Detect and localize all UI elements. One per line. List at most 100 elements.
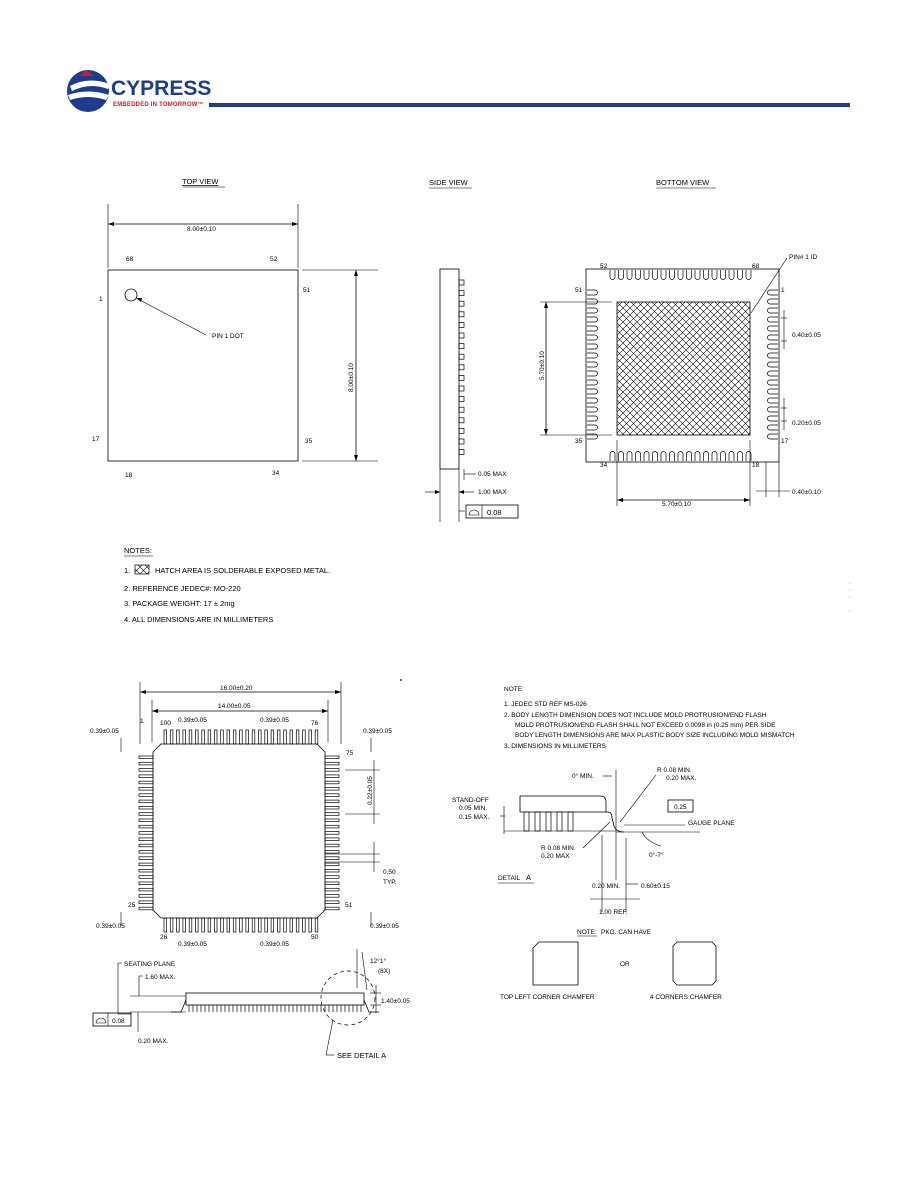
bottom-pad-left bbox=[587, 397, 598, 404]
tqfp-note-1: 1. JEDEC STD REF MS-026 bbox=[504, 701, 587, 708]
bottom-pad-right bbox=[767, 424, 778, 431]
side-flatness-value: 0.08 bbox=[487, 508, 502, 517]
tqfp-pin-bottom bbox=[195, 917, 199, 933]
tqfp-pin-right bbox=[324, 850, 340, 854]
bottom-pad-bottom bbox=[694, 451, 701, 461]
tqfp-pin-top bbox=[251, 729, 256, 745]
note-1-number: 1. bbox=[124, 566, 130, 575]
tqfp-pin-top bbox=[270, 729, 275, 745]
seating-plane-label: SEATING PLANE bbox=[124, 961, 176, 968]
bottom-pad-left bbox=[587, 298, 598, 305]
note-3: 3. PACKAGE WEIGHT: 17 ± 2mg bbox=[124, 599, 235, 608]
top-pin-18: 18 bbox=[125, 472, 133, 479]
lead-angle: 12°1° bbox=[370, 957, 386, 965]
side-pad bbox=[458, 406, 465, 413]
tqfp-body bbox=[152, 743, 326, 919]
tqfp-pin-left bbox=[138, 906, 154, 911]
tqfp-pin-top bbox=[258, 729, 262, 745]
side-dim-005: 0.05 MAX bbox=[478, 471, 507, 478]
tqfp-pin-left bbox=[138, 761, 154, 766]
detail-angle-min: 0° MIN. bbox=[572, 772, 594, 780]
bottom-pad-bottom bbox=[635, 451, 641, 461]
tqfp-pin-top bbox=[207, 729, 212, 745]
tqfp-pin-left bbox=[138, 818, 154, 822]
note-1-hatch-swatch bbox=[134, 564, 150, 575]
bottom-pad-right bbox=[767, 433, 778, 440]
tqfp-flatness-value: 0.08 bbox=[112, 1018, 125, 1025]
tqfp-pin-1: 1 bbox=[140, 718, 144, 725]
bottom-pad-right bbox=[767, 289, 778, 296]
bottom-pad-left bbox=[587, 343, 598, 350]
top-height-dim: 8.00±0.10 bbox=[348, 363, 355, 392]
chamfer-top-left-pkg bbox=[532, 941, 579, 986]
header: CYPRESS EMBEDDED IN TOMORROW™ bbox=[67, 70, 850, 112]
detail-a-circle bbox=[320, 970, 376, 1026]
top-pin-17: 17 bbox=[92, 436, 100, 443]
top-width-dim: 8.00±0.10 bbox=[187, 226, 216, 233]
tqfp-pin-right bbox=[324, 881, 340, 885]
tqfp-pin-right bbox=[324, 768, 340, 772]
gauge-plane-label: GAUGE PLANE bbox=[688, 820, 735, 827]
tqfp-pin-bottom bbox=[270, 917, 275, 933]
detail-r-top-a: R 0.08 MIN. bbox=[657, 767, 692, 774]
tqfp-pin-bottom bbox=[182, 917, 186, 933]
detail-a: 0° MIN. R 0.08 MIN. 0.20 MAX. STAND-OFF … bbox=[452, 767, 735, 916]
bottom-pad-right bbox=[767, 334, 778, 341]
cypress-logo: CYPRESS EMBEDDED IN TOMORROW™ bbox=[67, 70, 211, 112]
chamfer-note-text: PKG. CAN HAVE bbox=[601, 929, 652, 936]
tqfp-pin-right bbox=[324, 787, 340, 791]
bottom-pad-bottom bbox=[669, 451, 675, 461]
tqfp-note-2c: BODY LENGTH DIMENSIONS ARE MAX PLASTIC B… bbox=[515, 732, 795, 739]
tqfp-pin-right bbox=[324, 862, 340, 867]
tqfp-pin-top bbox=[163, 729, 167, 745]
tqfp-pin-top bbox=[295, 729, 300, 745]
tqfp-pin-left bbox=[138, 869, 154, 873]
top-pin-34: 34 bbox=[272, 470, 280, 477]
bottom-pitch: 0.40±0.05 bbox=[792, 332, 821, 339]
tqfp-pin-right bbox=[324, 806, 340, 810]
bottom-pad-bottom bbox=[745, 451, 752, 461]
bottom-pad-top bbox=[669, 270, 675, 280]
tqfp-pin-right bbox=[324, 894, 340, 898]
qfn-top-body bbox=[107, 269, 299, 462]
side-pad bbox=[458, 396, 465, 402]
bottom-pad-bottom bbox=[720, 451, 726, 461]
tqfp-pin-right bbox=[324, 856, 340, 860]
bottom-pad-right bbox=[767, 406, 778, 413]
standoff-a: STAND-OFF bbox=[452, 797, 489, 804]
bottom-pad-top bbox=[660, 270, 667, 280]
tqfp-pin-top bbox=[169, 729, 174, 745]
bottom-pad-bottom bbox=[728, 451, 735, 461]
bottom-pad-left bbox=[587, 316, 598, 323]
tqfp-pin-left bbox=[138, 799, 154, 804]
detail-lead bbox=[567, 811, 574, 832]
bottom-pad-dim-h: 5.70±0.10 bbox=[662, 501, 691, 508]
brand-tagline: EMBEDDED IN TOMORROW™ bbox=[113, 101, 204, 108]
tqfp-pin-left bbox=[138, 837, 154, 841]
tqfp-side-body bbox=[185, 992, 365, 1006]
tqfp-notes: NOTE: 1. JEDEC STD REF MS-026 2. BODY LE… bbox=[504, 686, 795, 750]
chamfer-note-label: NOTE: bbox=[577, 929, 597, 936]
tqfp-pin-left bbox=[138, 812, 154, 816]
tqfp-side-view: SEATING PLANE 1.60 MAX. 0.08 0.20 MAX. S… bbox=[92, 949, 410, 1060]
bottom-pad-bottom bbox=[686, 451, 692, 461]
bottom-pad-left bbox=[587, 433, 598, 440]
side-dim-100: 1.00 MAX bbox=[478, 489, 507, 496]
bottom-pin-1: 1 bbox=[781, 287, 785, 294]
bottom-pad-right bbox=[767, 397, 778, 404]
side-pad bbox=[458, 332, 465, 339]
bottom-pad-bottom bbox=[618, 451, 624, 461]
tqfp-pin-left bbox=[138, 755, 154, 759]
side-pad bbox=[458, 449, 465, 455]
bottom-pad-right bbox=[767, 361, 778, 368]
tqfp-dim-039-br: 0.39±0.05 bbox=[370, 923, 399, 930]
chamfer-left-caption: TOP LEFT CORNER CHAMFER bbox=[500, 994, 595, 1001]
top-pin-51: 51 bbox=[303, 287, 311, 294]
tqfp-pin-bottom bbox=[302, 917, 306, 933]
tqfp-dim-039-tl: 0.39±0.05 bbox=[90, 728, 119, 735]
bottom-pin-52: 52 bbox=[600, 263, 608, 270]
tqfp-pin-right bbox=[324, 837, 340, 841]
tqfp-pin-right bbox=[324, 887, 340, 892]
bottom-pad-top bbox=[677, 270, 684, 280]
notes-title: NOTES: bbox=[124, 546, 152, 555]
